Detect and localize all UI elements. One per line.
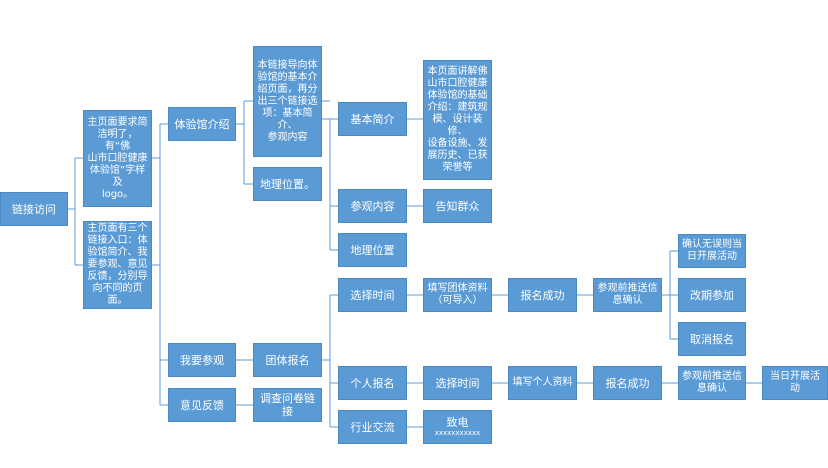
node-cancel: 取消报名 xyxy=(678,322,746,356)
node-same-day: 当日开展活动 xyxy=(762,366,828,400)
node-intro-note: 本链接导向体 验馆的基本介 绍页面，再分 出三个链接选 项：基本简介、 参观内容 xyxy=(253,46,322,157)
node-personal-signup: 个人报名 xyxy=(338,366,407,400)
node-basic-note: 本页面讲解佛 山市口腔健康 体验馆的基础 介绍：建筑规 模、设计装修、 设备设施… xyxy=(423,60,492,180)
node-home-note-1: 主页面要求简 洁明了，有“佛 山市口腔健康 体验馆”字样及 logo。 xyxy=(83,110,152,207)
call-label: 致电 xyxy=(446,416,469,429)
node-group-signup: 团体报名 xyxy=(253,343,322,377)
node-industry: 行业交流 xyxy=(338,410,407,444)
node-intro: 体验馆介绍 xyxy=(168,107,236,141)
node-confirm-2: 参观前推送信 息确认 xyxy=(678,366,746,400)
node-basic-intro: 基本简介 xyxy=(338,102,407,136)
call-number: xxxxxxxxxxx xyxy=(434,429,481,437)
node-feedback: 意见反馈 xyxy=(168,388,236,422)
node-reschedule: 改期参加 xyxy=(678,278,746,312)
node-fill-group: 填写团体资料 （可导入） xyxy=(423,278,492,312)
node-location: 地理位置 xyxy=(338,233,407,267)
node-choose-time-2: 选择时间 xyxy=(423,366,492,400)
node-location-top: 地理位置。 xyxy=(253,167,322,201)
node-fill-personal: 填写个人资料 xyxy=(508,366,577,400)
node-visit-content: 参观内容 xyxy=(338,189,407,223)
node-call: 致电 xxxxxxxxxxx xyxy=(423,410,492,444)
node-choose-time-1: 选择时间 xyxy=(338,278,407,312)
node-confirm-ok: 确认无误则当 日开展活动 xyxy=(678,234,746,268)
node-signup-ok-2: 报名成功 xyxy=(593,366,662,400)
node-visit: 我要参观 xyxy=(168,343,236,377)
node-survey-link: 调查问卷链接 xyxy=(253,388,322,422)
node-notify-public: 告知群众 xyxy=(423,189,492,223)
node-root: 链接访问 xyxy=(0,192,68,226)
node-home-note-2: 主页面有三个 链接入口：体 验馆简介、我 要参观、意见 反馈，分别导 向不同的页… xyxy=(83,221,152,309)
node-confirm-1: 参观前推送信 息确认 xyxy=(593,278,662,312)
node-signup-ok-1: 报名成功 xyxy=(508,278,577,312)
